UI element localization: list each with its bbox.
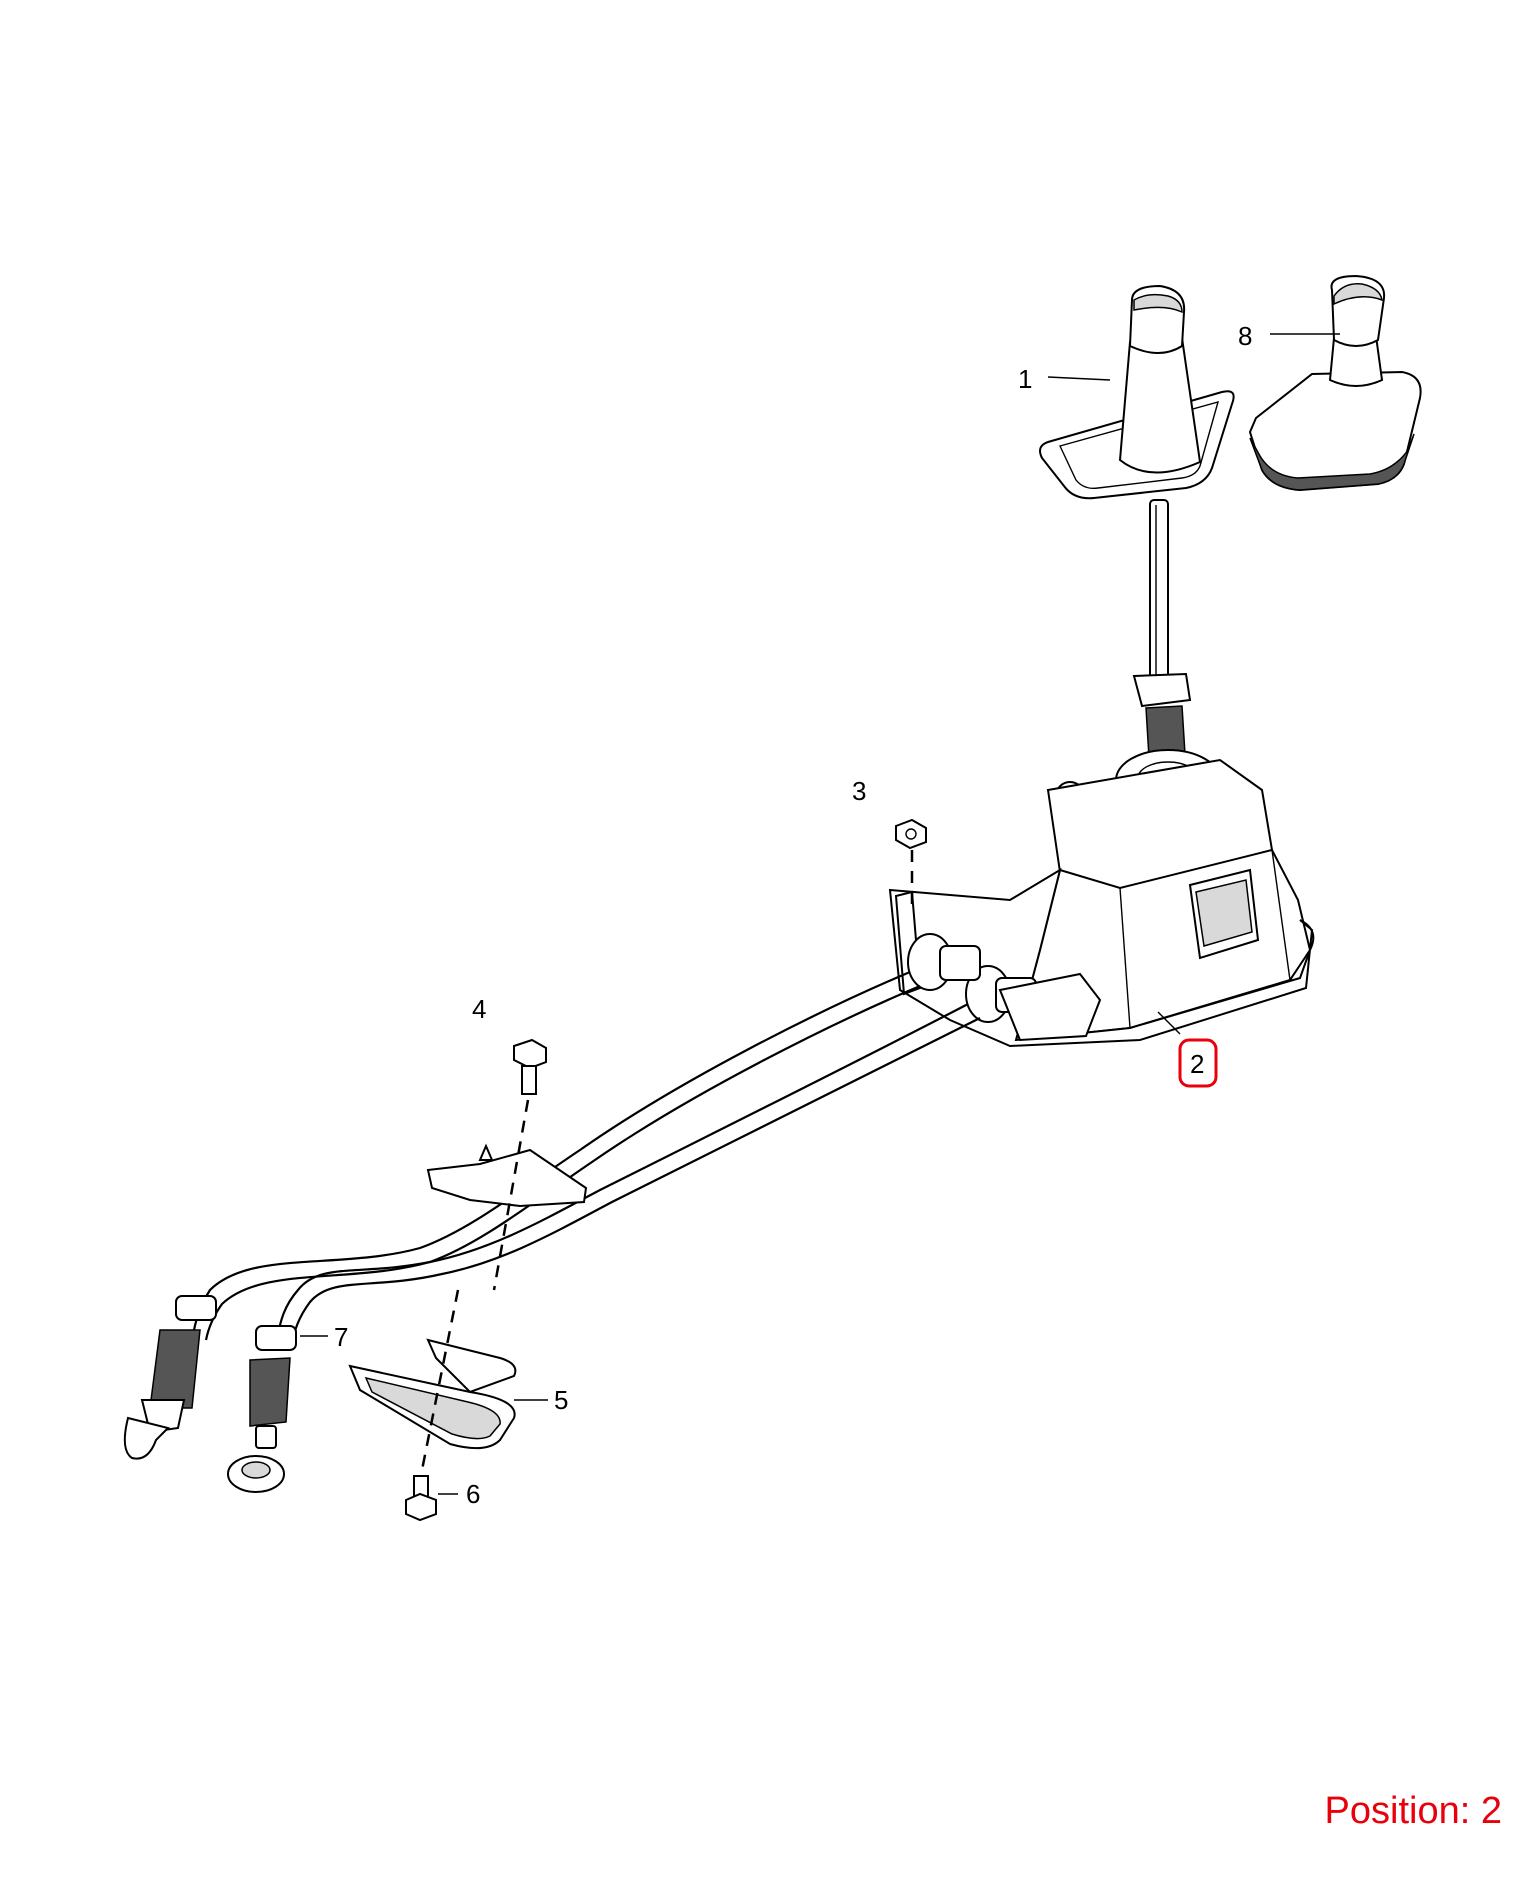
clip-part-5[interactable] (348, 1289, 517, 1481)
callout-6[interactable]: 6 (466, 1479, 480, 1509)
shift-boot-part-1[interactable] (1039, 284, 1235, 500)
callout-1[interactable]: 1 (1018, 364, 1032, 394)
nut-part-3[interactable] (895, 818, 927, 910)
callout-4[interactable]: 4 (472, 994, 486, 1024)
callout-3[interactable]: 3 (852, 776, 866, 806)
callout-5[interactable]: 5 (554, 1385, 568, 1415)
callout-7[interactable]: 7 (334, 1322, 348, 1352)
shifter-assembly-part-2[interactable] (123, 499, 1315, 1493)
bolt-part-6[interactable] (405, 1475, 437, 1522)
callout-2[interactable]: 2 (1190, 1049, 1204, 1079)
position-label: Position: 2 (1324, 1790, 1502, 1832)
leader-lines (300, 333, 1340, 1495)
callout-2-highlight-box (1178, 1038, 1218, 1088)
shift-knob-part-8[interactable] (1248, 274, 1422, 492)
bolt-part-4[interactable] (492, 1038, 547, 1291)
callout-8[interactable]: 8 (1238, 321, 1252, 351)
